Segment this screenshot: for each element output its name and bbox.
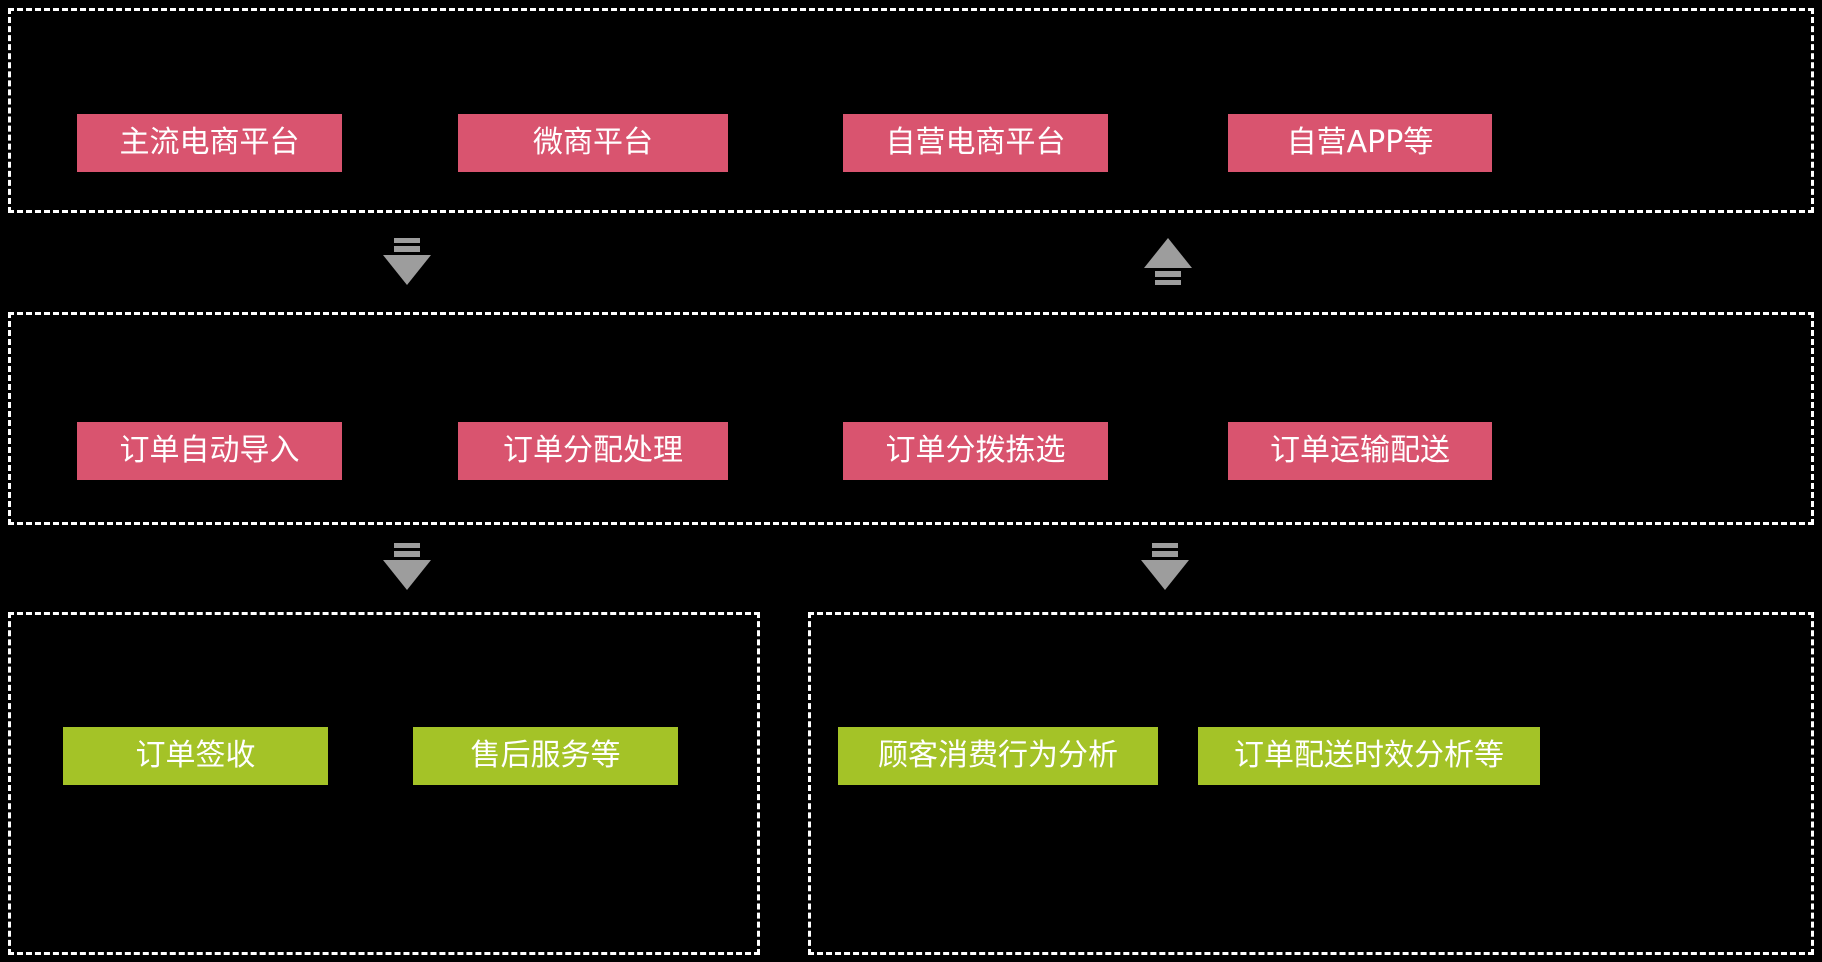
striped-up-arrow-icon [1144,238,1192,285]
arrow-stripe [394,551,420,557]
striped-down-arrow-icon [1141,543,1189,590]
arrow-head [1144,238,1192,268]
after-sales-panel [8,612,760,955]
box-after-sales-service: 售后服务等 [413,727,678,785]
box-self-operated-app: 自营APP等 [1228,114,1492,172]
arrow-head [383,255,431,285]
box-order-sign-off: 订单签收 [63,727,328,785]
arrow-stripe [394,543,420,548]
arrow-head [1141,560,1189,590]
arrow-stripe [1152,543,1178,548]
box-wechat-commerce-platform: 微商平台 [458,114,728,172]
box-order-auto-import: 订单自动导入 [77,422,342,480]
arrow-stripe [1152,551,1178,557]
box-main-ecommerce-platforms: 主流电商平台 [77,114,342,172]
box-order-sorting-picking: 订单分拨拣选 [843,422,1108,480]
arrow-stripe [1155,271,1181,277]
arrow-stripe [394,238,420,243]
striped-down-arrow-icon [383,238,431,285]
box-customer-behavior-analysis: 顾客消费行为分析 [838,727,1158,785]
arrow-stripe [394,246,420,252]
striped-down-arrow-icon [383,543,431,590]
box-delivery-timeliness-analysis: 订单配送时效分析等 [1198,727,1540,785]
arrow-head [383,560,431,590]
analysis-panel [808,612,1814,955]
box-order-allocation-processing: 订单分配处理 [458,422,728,480]
arrow-stripe [1155,280,1181,285]
box-order-transport-delivery: 订单运输配送 [1228,422,1492,480]
platforms-panel [8,8,1814,213]
orders-panel [8,312,1814,525]
box-self-operated-ecommerce: 自营电商平台 [843,114,1108,172]
